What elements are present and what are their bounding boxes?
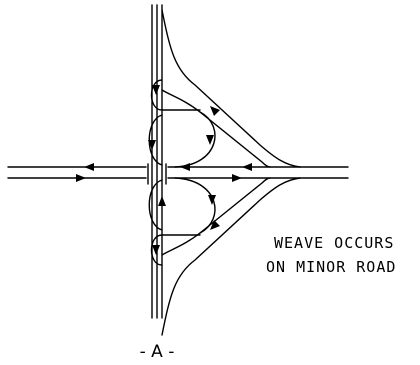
outer-ramp-northeast-inner (161, 89, 271, 168)
loop-ramp-nw (150, 79, 201, 111)
arrow-loop-se (208, 195, 216, 205)
arrow-loop-nw (152, 85, 160, 95)
arrow-major-up (158, 196, 166, 206)
weave-note-line-2: ON MINOR ROAD (266, 258, 396, 276)
outer-ramps (161, 9, 301, 336)
loop-ramp-mid-lower (148, 179, 163, 231)
figure-label: - A - (140, 342, 175, 362)
arrow-minor-east-upper-2 (242, 163, 252, 171)
loop-ramp-se (174, 177, 216, 234)
arrow-outer-ne (210, 106, 220, 116)
weave-note-line-1: WEAVE OCCURS (274, 234, 394, 252)
outer-ramp-southeast-inner (161, 177, 271, 256)
outer-ramp-northeast (161, 9, 301, 168)
arrow-outer-se (210, 220, 220, 230)
outer-ramp-southeast (161, 177, 301, 336)
direction-arrows (76, 85, 252, 255)
minor-road (7, 166, 349, 179)
bridge-marks (147, 163, 167, 185)
arrow-minor-east-upper-1 (180, 163, 190, 171)
arrow-minor-west-upper (84, 163, 94, 171)
arrow-loop-sw (152, 245, 160, 255)
arrow-loop-ne (206, 135, 214, 145)
loop-ramps (148, 79, 216, 266)
arrow-minor-west-lower (76, 174, 86, 182)
arrow-major-down (148, 140, 156, 150)
loop-ramp-sw (150, 234, 201, 266)
arrow-minor-east-lower (232, 174, 242, 182)
